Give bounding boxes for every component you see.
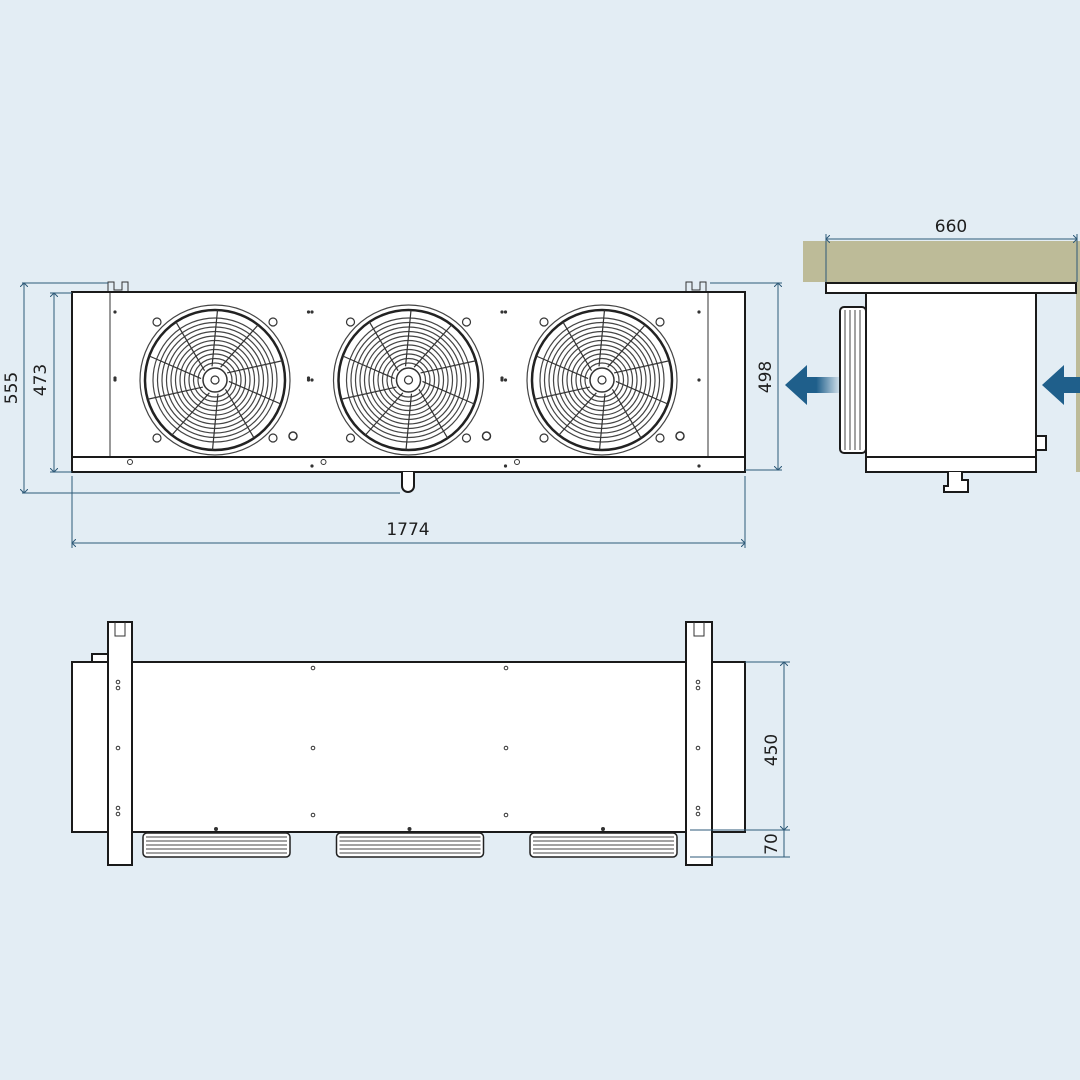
side-body [865,292,1037,458]
bolt-hole [115,685,121,691]
bottom-view: 450 70 [71,621,790,866]
bolt-hole [115,811,121,817]
front-view [71,281,746,493]
fan-guard-side [839,306,867,454]
rail-left [107,621,133,866]
bolt-hole [695,805,701,811]
dimension-label-498: 498 [756,361,776,393]
bolt-hole [695,685,701,691]
airflow-out-arrow [785,365,842,405]
bottom-fan-guard-1 [142,827,291,858]
mounting-plate [825,282,1077,294]
fan-2 [306,304,508,468]
drip-tray [71,456,746,473]
dimension-label-70: 70 [762,833,782,855]
dimension-label-660: 660 [935,217,967,237]
bottom-fan-guard-2 [335,827,485,858]
rail-right [685,621,713,866]
fans [113,304,701,468]
fan-1 [113,304,314,468]
fan-3 [500,304,701,468]
bolt-hole [695,745,701,751]
ceiling [803,241,1080,282]
front-dimensions: 555 473 498 1774 [2,283,782,548]
airflow-in-arrow [1042,365,1080,405]
bottom-casing [71,661,746,833]
bolt-hole [310,812,316,818]
bolt-hole [115,805,121,811]
bolt-hole [310,745,316,751]
bolt-hole [115,679,121,685]
dimension-label-1774: 1774 [386,520,429,540]
bolt-hole [695,811,701,817]
bolt-hole [503,812,509,818]
bottom-fan-guard-3 [529,827,678,858]
dimension-label-555: 555 [2,372,22,404]
dimension-label-473: 473 [31,364,51,396]
bolt-hole [503,665,509,671]
drain-outlet [401,472,415,493]
bolt-hole [503,745,509,751]
bottom-fan-guards [142,827,678,858]
bolt-hole [310,665,316,671]
mounting-bracket-left [107,281,129,292]
dimension-label-450: 450 [762,734,782,766]
bolt-hole [115,745,121,751]
side-drain [943,472,969,493]
side-view: 660 [785,217,1080,493]
mounting-bracket-right [685,281,707,292]
side-drip-tray [865,456,1037,473]
bolt-hole [695,679,701,685]
